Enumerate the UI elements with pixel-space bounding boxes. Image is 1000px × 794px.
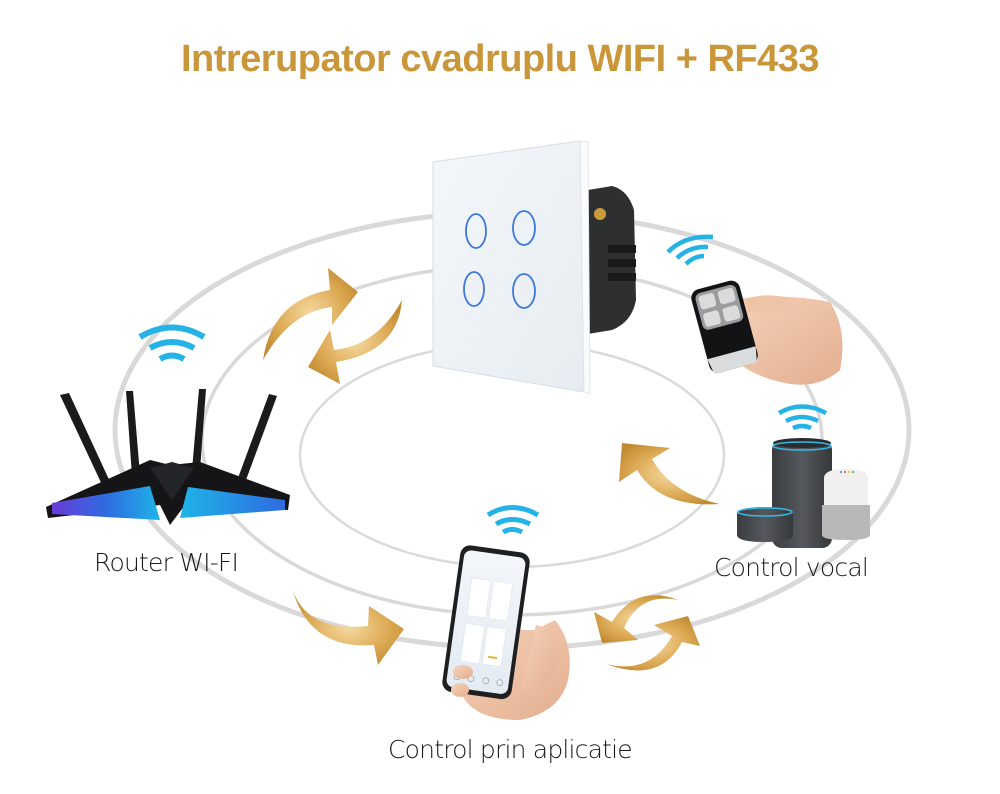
screw-terminal [594, 208, 606, 220]
arrow-voice-to-switch-icon [619, 443, 720, 505]
arrow-down-left-icon [308, 300, 402, 384]
label-router: Router WI-FI [94, 548, 239, 577]
page-title: Intrerupator cvadruplu WIFI + RF433 [180, 38, 820, 80]
label-app-control: Control prin aplicatie [388, 735, 633, 764]
sync-arrows-router [263, 268, 402, 384]
label-voice-control: Control vocal [714, 553, 869, 582]
smartphone-icon [442, 545, 570, 720]
wifi-icon-app [486, 505, 540, 535]
touch-button-1 [465, 213, 487, 249]
smart-speaker-icon [737, 438, 870, 548]
rf-remote-icon [691, 280, 843, 385]
switch-glass-panel [432, 140, 585, 393]
wifi-icon-remote [666, 234, 714, 266]
sync-arrows-voice [594, 595, 700, 671]
quad-touch-switch [432, 140, 636, 395]
arrow-router-to-app-icon [293, 591, 404, 665]
touch-button-2 [512, 210, 536, 246]
arrow-up-right-icon [263, 268, 358, 360]
touch-button-3 [463, 271, 485, 307]
wifi-icon-voice [777, 404, 828, 431]
wifi-icon-router [138, 324, 206, 362]
router-icon [46, 389, 290, 525]
arrow-swap-left-icon [594, 595, 678, 643]
touch-button-4 [512, 273, 536, 309]
arrow-swap-right-icon [606, 616, 700, 671]
